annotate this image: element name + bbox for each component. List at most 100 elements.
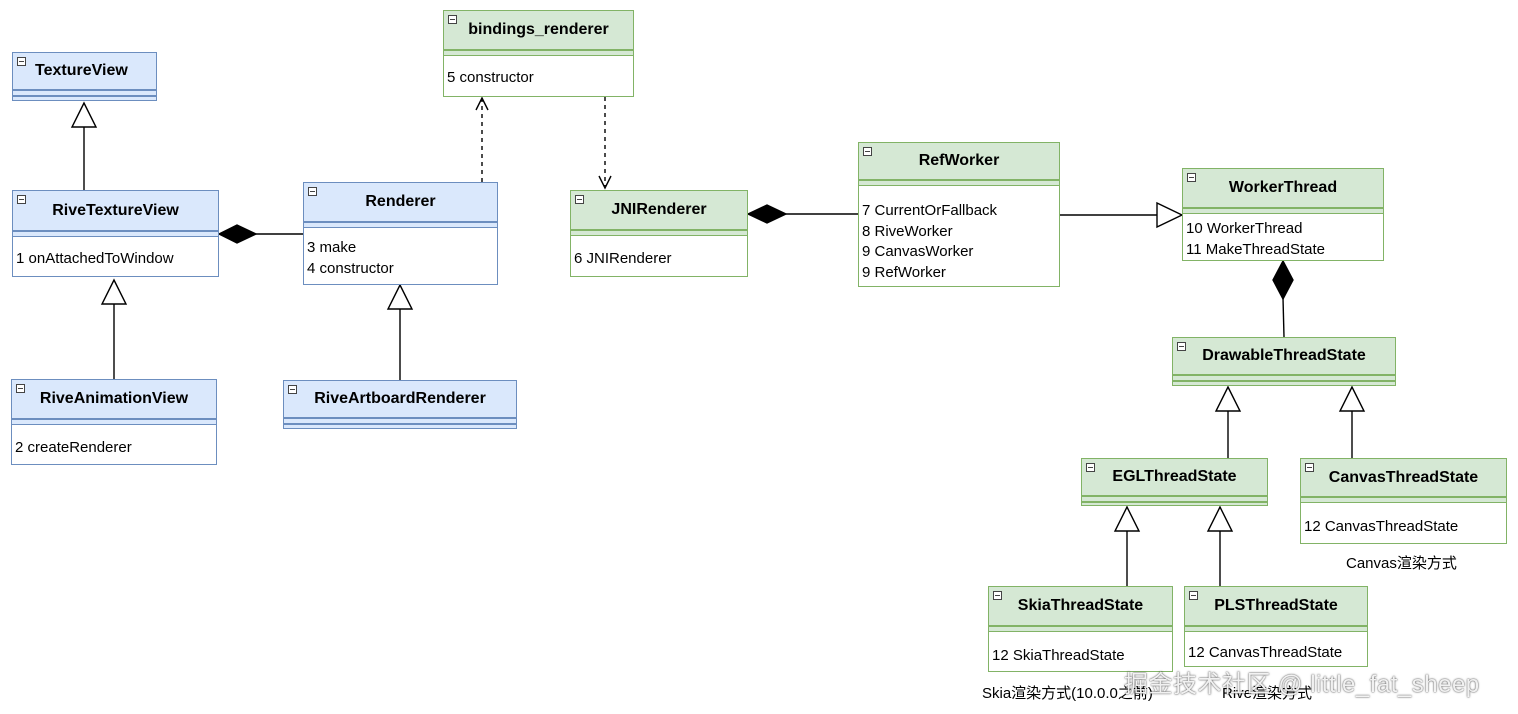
method: 11 MakeThreadState [1186,241,1325,258]
inherit-arrow-workerthread [1156,201,1184,229]
method-list: 2 createRenderer [12,424,216,464]
collapse-icon[interactable] [1177,342,1186,351]
class-riveartboardrenderer[interactable]: RiveArtboardRenderer [283,380,517,429]
separator [1173,374,1395,376]
class-name: DrawableThreadState [1202,347,1366,364]
method-list: 7 CurrentOrFallback 8 RiveWorker 9 Canva… [859,185,1059,286]
separator [12,418,216,420]
inherit-arrow-egl-2 [1206,505,1234,532]
note-skia-render-mode: Skia渲染方式(10.0.0之前) [982,685,1153,702]
method: 12 CanvasThreadState [1304,518,1459,535]
collapse-icon[interactable] [1189,591,1198,600]
dependency-arrow-jnirenderer [598,175,612,190]
composition-diamond-workerthread [1272,259,1294,301]
separator [1173,380,1395,382]
collapse-icon[interactable] [288,385,297,394]
collapse-icon[interactable] [16,384,25,393]
class-name: bindings_renderer [468,21,609,38]
method: 7 CurrentOrFallback [862,202,998,219]
method: 8 RiveWorker [862,222,953,240]
class-riveanimationview[interactable]: RiveAnimationView 2 createRenderer [11,379,217,465]
class-rivetextureview[interactable]: RiveTextureView 1 onAttachedToWindow [12,190,219,277]
watermark: 掘金技术社区 @ little_fat_sheep [1124,671,1480,698]
collapse-icon[interactable] [17,57,26,66]
dependency-arrow-bindings [475,96,489,111]
collapse-icon[interactable] [1086,463,1095,472]
inherit-arrow-textureview [70,101,98,128]
edge-drawable-workerthread [1282,297,1285,338]
separator [13,89,156,91]
method-list: 6 JNIRenderer [571,235,747,276]
collapse-icon[interactable] [575,195,584,204]
class-drawablethreadstate[interactable]: DrawableThreadState [1172,337,1396,386]
note-canvas-render-mode: Canvas渲染方式 [1346,555,1457,572]
inherit-arrow-renderer [386,283,414,310]
inherit-arrow-egl-1 [1113,505,1141,532]
collapse-icon[interactable] [308,187,317,196]
separator [1082,501,1267,503]
class-name: RiveTextureView [52,201,179,219]
class-name: Renderer [365,193,436,210]
class-skiathreadstate[interactable]: SkiaThreadState 12 SkiaThreadState [988,586,1173,672]
separator [444,49,633,51]
separator [13,230,218,232]
inherit-arrow-drawable-1 [1214,385,1242,412]
class-workerthread[interactable]: WorkerThread 10 WorkerThread 11 MakeThre… [1182,168,1384,261]
separator [989,625,1172,627]
method: 10 WorkerThread [1186,220,1303,237]
separator [284,417,516,419]
method: 5 constructor [447,69,534,86]
class-refworker[interactable]: RefWorker 7 CurrentOrFallback 8 RiveWork… [858,142,1060,287]
separator [859,179,1059,181]
method-list: 12 SkiaThreadState [989,631,1172,671]
note-rive-render-mode: Rive渲染方式 [1222,685,1313,702]
method-list: 3 make 4 constructor [304,227,497,284]
method-list: 12 CanvasThreadState [1185,631,1367,666]
class-jnirenderer[interactable]: JNIRenderer 6 JNIRenderer [570,190,748,277]
method: 2 createRenderer [15,439,132,456]
class-name: JNIRenderer [611,201,707,218]
class-plsthreadstate[interactable]: PLSThreadState 12 CanvasThreadState [1184,586,1368,667]
class-name: RiveArtboardRenderer [314,390,486,407]
method-list: 10 WorkerThread 11 MakeThreadState [1183,213,1383,260]
separator [1301,496,1506,498]
class-name: EGLThreadState [1112,468,1237,485]
class-canvasthreadstate[interactable]: CanvasThreadState 12 CanvasThreadState [1300,458,1507,544]
composition-diamond-rivetextureview [217,224,258,244]
class-name: RefWorker [918,152,1000,169]
method: 3 make [307,239,357,256]
collapse-icon[interactable] [863,147,872,156]
method: 1 onAttachedToWindow [16,250,174,267]
collapse-icon[interactable] [448,15,457,24]
class-renderer[interactable]: Renderer 3 make 4 constructor [303,182,498,285]
class-name: TextureView [35,62,128,79]
separator [1183,207,1383,209]
collapse-icon[interactable] [1187,173,1196,182]
class-textureview[interactable]: TextureView [12,52,157,101]
class-name: RiveAnimationView [39,390,189,407]
separator [284,423,516,425]
method-list: 12 CanvasThreadState [1301,502,1506,543]
inherit-arrow-rivetextureview [100,278,128,305]
separator [304,221,497,223]
method-list: 1 onAttachedToWindow [13,236,218,276]
class-eglthreadstate[interactable]: EGLThreadState [1081,458,1268,506]
method: 6 JNIRenderer [574,250,672,267]
separator [1082,495,1267,497]
method-list: 5 constructor [444,55,633,96]
method: 9 RefWorker [862,263,946,281]
method: 9 CanvasWorker [862,243,974,260]
class-name: PLSThreadState [1214,597,1338,614]
method: 4 constructor [307,260,394,277]
separator [13,95,156,97]
separator [571,229,747,231]
inherit-arrow-drawable-2 [1338,385,1366,412]
class-name: CanvasThreadState [1328,468,1479,486]
collapse-icon[interactable] [1305,463,1314,472]
class-bindings-renderer[interactable]: bindings_renderer 5 constructor [443,10,634,97]
separator [1185,625,1367,627]
class-name: WorkerThread [1228,179,1338,196]
collapse-icon[interactable] [17,195,26,204]
collapse-icon[interactable] [993,591,1002,600]
